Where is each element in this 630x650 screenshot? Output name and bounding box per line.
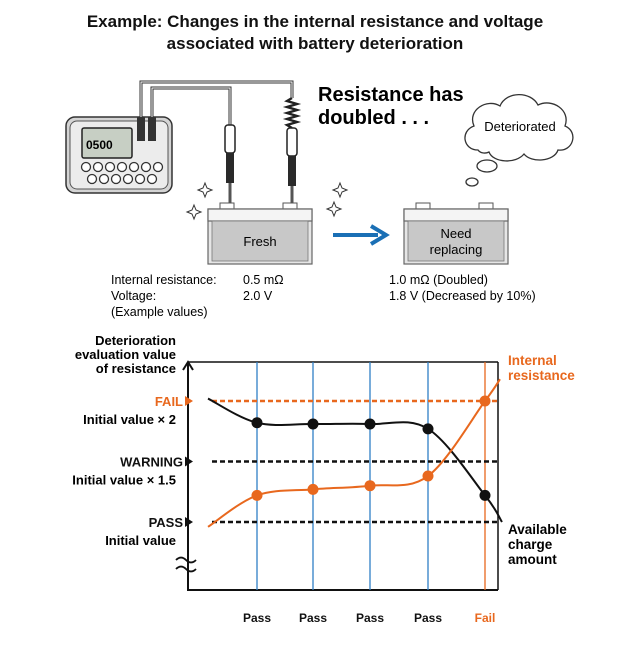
sparkle-icons [185, 181, 349, 221]
charge-series-label-1: Available [508, 522, 567, 537]
charge-point-1 [251, 417, 263, 429]
example-note: (Example values) [111, 305, 208, 319]
chart-axes [187, 362, 498, 591]
jack-left [137, 117, 145, 141]
thought-bubble: Deteriorated [464, 93, 574, 187]
deteriorated-battery: Need replacing [403, 202, 509, 265]
threshold-marker-warning-icon [185, 456, 193, 467]
threshold-label-warning: WARNING [120, 455, 183, 470]
battery-tester: 0500 [65, 116, 173, 194]
measurements: Internal resistance: 0.5 mΩ Voltage: 2.0… [111, 273, 536, 319]
arrow-right-icon [333, 224, 390, 246]
threshold-sublabel-warning: Initial value × 1.5 [72, 473, 176, 488]
resistance-point-3 [364, 480, 376, 492]
title-line-2: associated with battery deterioration [166, 34, 464, 53]
resistance-point-2 [307, 483, 319, 495]
voltage-deteriorated: 1.8 V (Decreased by 10%) [389, 289, 536, 303]
x-tick-label-1: Pass [243, 611, 271, 625]
charge-series-label-2: charge [508, 537, 553, 552]
test-leads [139, 80, 294, 125]
need-label-2: replacing [430, 242, 483, 257]
threshold-sublabel-fail: Initial value × 2 [83, 412, 176, 427]
resistance-point-5 [479, 395, 491, 407]
threshold-marker-fail-icon [185, 396, 193, 406]
charge-point-3 [364, 418, 376, 430]
resistance-point-4 [422, 470, 434, 482]
need-label-1: Need [440, 226, 471, 241]
y-axis-label-1: Deterioration [95, 333, 176, 348]
charge-point-5 [479, 489, 491, 501]
threshold-label-fail: FAIL [155, 394, 183, 409]
charge-point-4 [422, 423, 434, 435]
meter-readout: 0500 [86, 138, 113, 152]
resistance-series-label-1: Internal [508, 353, 557, 368]
axis-break-icon [175, 556, 197, 573]
probe-right [286, 127, 298, 206]
charge-point-2 [307, 418, 319, 430]
threshold-marker-pass-icon [185, 517, 193, 527]
callout-line-1: Resistance has [318, 84, 464, 106]
coiled-cord [282, 96, 302, 130]
voltage-label: Voltage: [111, 289, 156, 303]
x-tick-label-3: Pass [356, 611, 384, 625]
callout-line-2: doubled . . . [318, 107, 429, 129]
fresh-label: Fresh [243, 234, 276, 249]
y-axis-label-2: evaluation value [75, 347, 176, 362]
probe-left [224, 124, 236, 207]
resistance-point-1 [251, 489, 263, 501]
threshold-label-pass: PASS [149, 515, 184, 530]
y-axis-label-3: of resistance [96, 361, 176, 376]
meter-screen [81, 127, 133, 159]
x-tick-label-4: Pass [414, 611, 442, 625]
resistance-fresh: 0.5 mΩ [243, 273, 284, 287]
x-tick-label-5: Fail [475, 611, 496, 625]
resistance-series-label-2: resistance [508, 368, 575, 383]
y-axis-arrow-icon [182, 360, 194, 371]
title-line-1: Example: Changes in the internal resista… [86, 12, 544, 31]
charge-series-label-3: amount [508, 552, 557, 567]
threshold-sublabel-pass: Initial value [105, 533, 176, 548]
x-tick-label-2: Pass [299, 611, 327, 625]
voltage-fresh: 2.0 V [243, 289, 273, 303]
fresh-battery: Fresh [207, 202, 313, 265]
jack-right [148, 117, 156, 141]
resistance-label: Internal resistance: [111, 273, 217, 287]
resistance-deteriorated: 1.0 mΩ (Doubled) [389, 273, 488, 287]
bubble-text: Deteriorated [484, 119, 556, 134]
